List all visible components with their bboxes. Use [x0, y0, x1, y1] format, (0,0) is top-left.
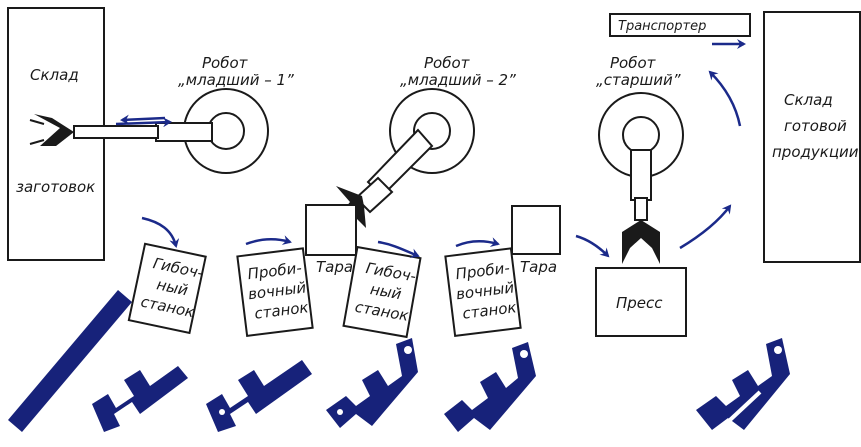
warehouse-finished-label-2: готовой — [784, 117, 847, 135]
robot-1-label: Робот „младший – 1” — [178, 54, 294, 89]
robot-2-label: Робот „младший – 2” — [400, 54, 516, 89]
flow-arrow-icon — [141, 216, 180, 248]
warehouse-blanks-label-2: заготовок — [16, 178, 95, 196]
flow-arrow-icon — [708, 70, 742, 127]
container-1-label: Тара — [316, 258, 353, 276]
robot-3-label: Робот „старший” — [596, 54, 681, 89]
flow-arrow-icon — [455, 237, 500, 248]
robot-1-name: „младший – 1” — [178, 71, 294, 89]
press-label: Пресс — [616, 294, 663, 312]
robot-3-title: Робот — [610, 54, 657, 72]
robot-2-title: Робот — [424, 54, 471, 72]
machine-3-line-2: ный — [369, 280, 403, 303]
robot-3-name: „старший” — [596, 71, 681, 89]
robot-arm-icon — [598, 92, 684, 264]
transporter-label: Транспортер — [618, 19, 706, 34]
workpiece-icon — [8, 290, 132, 432]
bending-machine-1: Гибоч- ный станок — [127, 242, 207, 335]
container-1: Тара — [305, 204, 357, 276]
flow-arrow-icon — [679, 204, 732, 250]
bending-machine-2: Гибоч- ный станок — [342, 245, 422, 339]
flow-arrow-icon — [245, 235, 292, 246]
container-2: Тара — [511, 205, 561, 276]
press: Пресс — [595, 267, 687, 337]
workpiece-icon — [444, 342, 536, 432]
robot-arm-icon — [29, 88, 269, 174]
robot-2-name: „младший – 2” — [400, 71, 516, 89]
warehouse-finished-label-1: Склад — [784, 91, 833, 109]
punching-machine-2: Проби- вочный станок — [444, 247, 522, 337]
warehouse-finished-label-3: продукции — [772, 143, 859, 161]
container-2-label: Тара — [520, 258, 557, 276]
workpiece-icon — [696, 338, 790, 430]
workpiece-icon — [206, 360, 312, 432]
flow-arrow-icon — [115, 117, 172, 128]
flow-arrow-icon — [377, 240, 420, 258]
robot-1-title: Робот — [202, 54, 249, 72]
workpiece-icon — [92, 366, 188, 432]
gripper-icon — [622, 220, 660, 264]
gripper-icon — [34, 114, 74, 146]
flow-arrow-icon — [575, 234, 610, 258]
flow-arrow-icon — [120, 114, 166, 125]
workpiece-icon — [326, 338, 418, 428]
punching-machine-1: Проби- вочный станок — [236, 247, 314, 337]
warehouse-finished: Склад готовой продукции — [763, 11, 861, 263]
warehouse-blanks-label-1: Склад — [30, 66, 79, 84]
transporter: Транспортер — [609, 13, 751, 37]
